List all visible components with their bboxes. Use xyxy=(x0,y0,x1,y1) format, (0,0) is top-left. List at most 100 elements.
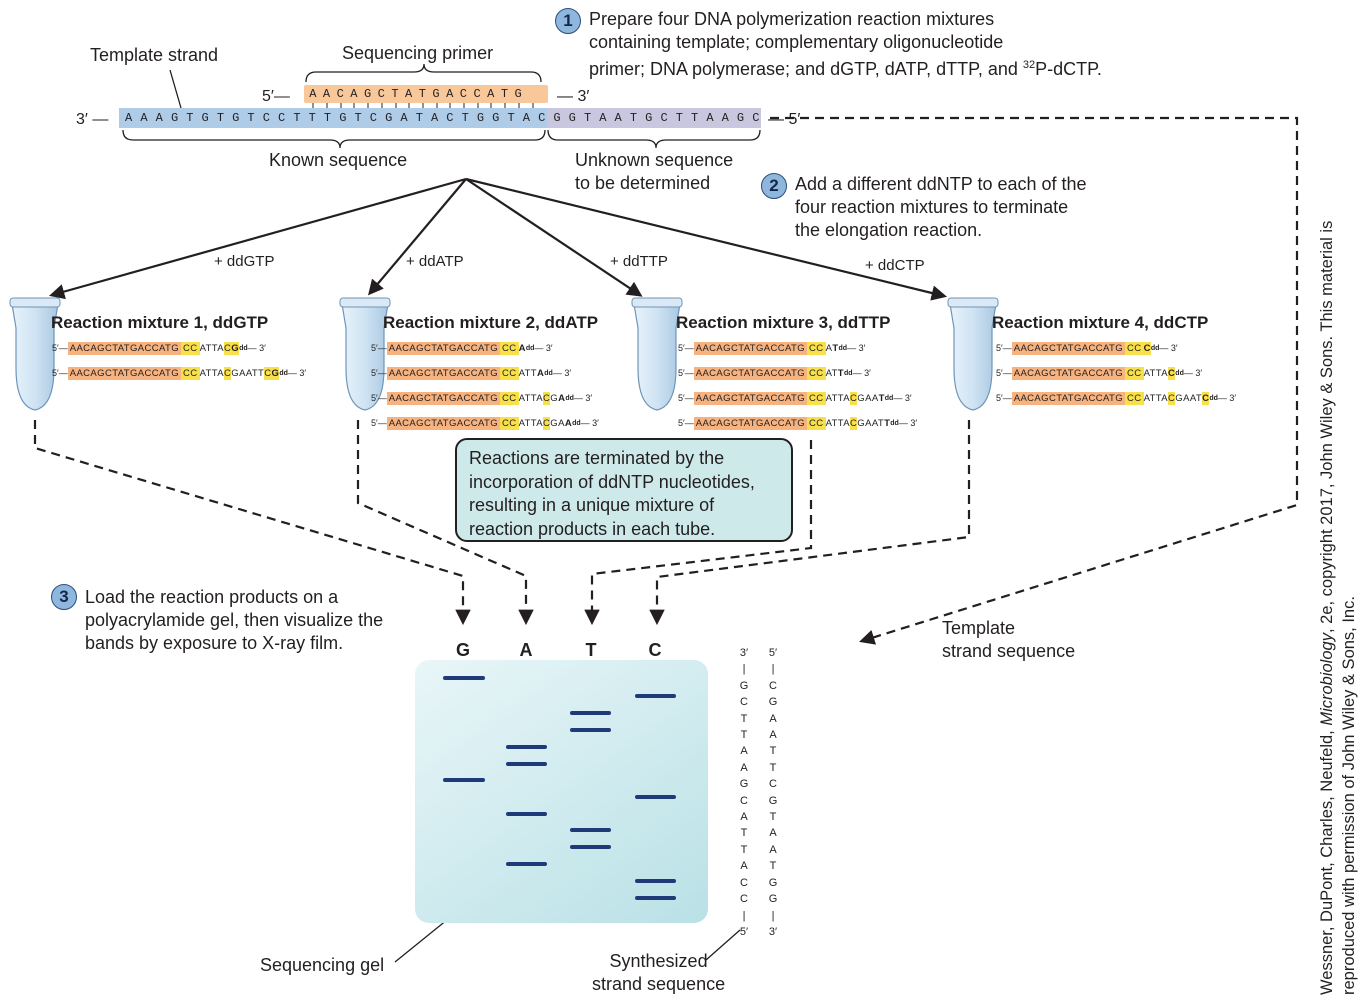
terminating-ddntp: T xyxy=(837,367,844,379)
tube-3 xyxy=(631,297,683,411)
primer-base: C xyxy=(377,87,385,101)
mixture-1-title: Reaction mixture 1, ddGTP xyxy=(51,313,269,332)
unknown-sequence-label: Unknown sequence to be determined xyxy=(575,150,734,193)
template-unknown-base: G xyxy=(645,111,653,125)
product-extension: ATT xyxy=(518,367,537,379)
dashed-path-t xyxy=(584,440,813,626)
five-prime-end: 5′— xyxy=(371,368,387,378)
primer-highlight xyxy=(304,85,548,103)
template-unknown-base: G xyxy=(568,111,576,125)
primer-base: A xyxy=(350,87,358,101)
primer-base: A xyxy=(446,87,454,101)
template-known-base: A xyxy=(125,111,133,125)
template-unknown-highlight xyxy=(547,108,761,128)
template-unknown-base: C xyxy=(752,111,760,125)
dd-superscript: dd xyxy=(1150,344,1160,352)
product-extension: ATTA xyxy=(518,392,544,404)
template-known-base: C xyxy=(446,111,454,125)
primer-base: C xyxy=(473,87,481,101)
primer-base: T xyxy=(500,87,509,101)
synth-end: 5′ xyxy=(739,925,749,938)
synth-base: A xyxy=(740,811,748,824)
dashed-path-a xyxy=(356,420,534,626)
product-c: C xyxy=(850,416,858,430)
synth-end: 3′ xyxy=(739,647,749,659)
synth-base: A xyxy=(740,745,748,758)
termination-callout: Reactions are terminated by the incorpor… xyxy=(455,438,793,542)
sequencing-gel xyxy=(415,660,708,923)
product-cc: CC xyxy=(500,366,519,380)
terminating-ddntp: T xyxy=(878,392,885,404)
synth-base: C xyxy=(740,893,748,906)
template-known-base: G xyxy=(492,111,500,125)
product-primer-seq: AACAGCTATGACCATG xyxy=(386,416,501,430)
product-cc: CC xyxy=(1125,341,1144,355)
sequencing-primer-label: Sequencing primer xyxy=(342,43,494,63)
step-1-text: Prepare four DNA polymerization reaction… xyxy=(589,9,1102,79)
synth-bar: | xyxy=(742,663,746,676)
product-cc: CC xyxy=(807,341,826,355)
tmpl-base: G xyxy=(768,794,778,807)
product-c: C xyxy=(224,341,232,355)
product-primer-seq: AACAGCTATGACCATG xyxy=(1011,391,1126,405)
synth-base: C xyxy=(740,876,748,889)
template-unknown-base: A xyxy=(721,111,729,125)
step-3-badge: 3 xyxy=(51,584,77,610)
gel-bands xyxy=(443,676,676,900)
three-prime-end: — 3′ xyxy=(287,368,307,378)
product-primer-seq: AACAGCTATGACCATG xyxy=(386,341,501,355)
product-primer-seq: AACAGCTATGACCATG xyxy=(693,416,808,430)
product-extension: ATTA xyxy=(199,342,225,354)
synthesized-strand-label: Synthesized strand sequence xyxy=(592,951,726,994)
tmpl-end: 5′ xyxy=(768,647,778,659)
template-known-base: G xyxy=(339,111,347,125)
tube-4 xyxy=(947,297,999,411)
dashed-path-template xyxy=(770,116,1299,645)
lane-label-a: A xyxy=(519,640,533,660)
synth-base: T xyxy=(740,843,748,856)
product-cc: CC xyxy=(500,391,519,405)
dd-superscript: dd xyxy=(890,419,899,427)
tmpl-base: T xyxy=(769,745,777,758)
primer-base: G xyxy=(432,87,440,101)
tmpl-base: A xyxy=(769,827,777,840)
tmpl-base: T xyxy=(769,860,777,873)
product-extension: AT xyxy=(825,367,838,379)
tmpl-bar: | xyxy=(771,663,775,676)
template-known-base: A xyxy=(155,111,163,125)
dd-superscript: dd xyxy=(565,394,574,402)
three-prime-end: — 3′ xyxy=(1217,393,1237,403)
template-3-end: 3′ — xyxy=(76,111,109,128)
template-strand-sequence-label: Template strand sequence xyxy=(942,618,1076,661)
synth-base: A xyxy=(740,860,748,873)
five-prime-end: 5′— xyxy=(371,393,387,403)
arrow-ddttp xyxy=(465,178,643,297)
template-unknown-base: T xyxy=(691,111,699,125)
template-known-base: G xyxy=(201,111,209,125)
five-prime-end: 5′— xyxy=(371,418,387,428)
primer-brace xyxy=(305,63,542,83)
template-5-end: — 5′ xyxy=(768,111,801,128)
five-prime-end: 5′— xyxy=(996,343,1012,353)
primer-base: A xyxy=(309,87,317,101)
tmpl-base: A xyxy=(769,843,777,856)
product-cc: CC xyxy=(500,341,519,355)
product-tail: G xyxy=(550,392,559,404)
primer-base: A xyxy=(487,87,495,101)
product-primer-seq: AACAGCTATGACCATG xyxy=(386,391,501,405)
three-prime-end: — 3′ xyxy=(580,418,599,428)
label-ddgtp: + ddGTP xyxy=(214,253,275,270)
template-known-base: T xyxy=(247,111,255,125)
dd-superscript: dd xyxy=(279,369,288,377)
product-cc: CC xyxy=(181,341,200,355)
tmpl-base: G xyxy=(768,893,778,906)
terminating-ddntp: C xyxy=(1143,341,1151,355)
product-cc: CC xyxy=(807,366,826,380)
product-primer-seq: AACAGCTATGACCATG xyxy=(1011,341,1126,355)
three-prime-end: — 3′ xyxy=(898,418,918,428)
tmpl-base: G xyxy=(768,696,778,709)
